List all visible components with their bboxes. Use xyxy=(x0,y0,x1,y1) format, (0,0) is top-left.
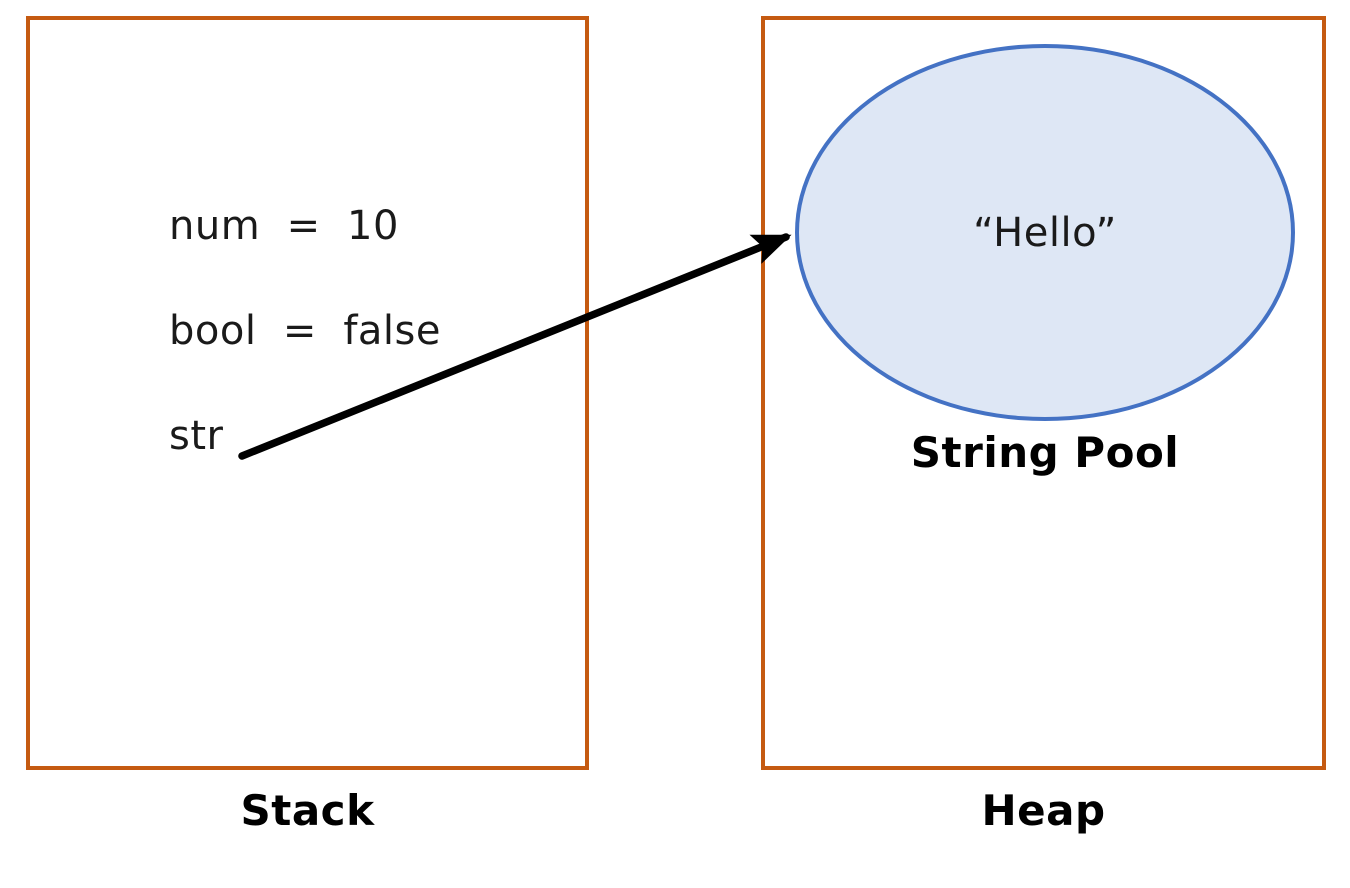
stack-label: Stack xyxy=(240,786,375,835)
string-pool-value-text: “Hello” xyxy=(973,209,1117,256)
string-pool-ellipse: “Hello” xyxy=(795,44,1295,421)
stack-entry-num: num = 10 xyxy=(169,203,399,249)
stack-entry-bool: bool = false xyxy=(169,308,441,354)
string-pool-label: String Pool xyxy=(910,428,1180,477)
heap-label: Heap xyxy=(981,786,1106,835)
stack-entry-str: str xyxy=(169,413,224,459)
stack-entries-list: num = 10 bool = false str xyxy=(169,206,569,521)
